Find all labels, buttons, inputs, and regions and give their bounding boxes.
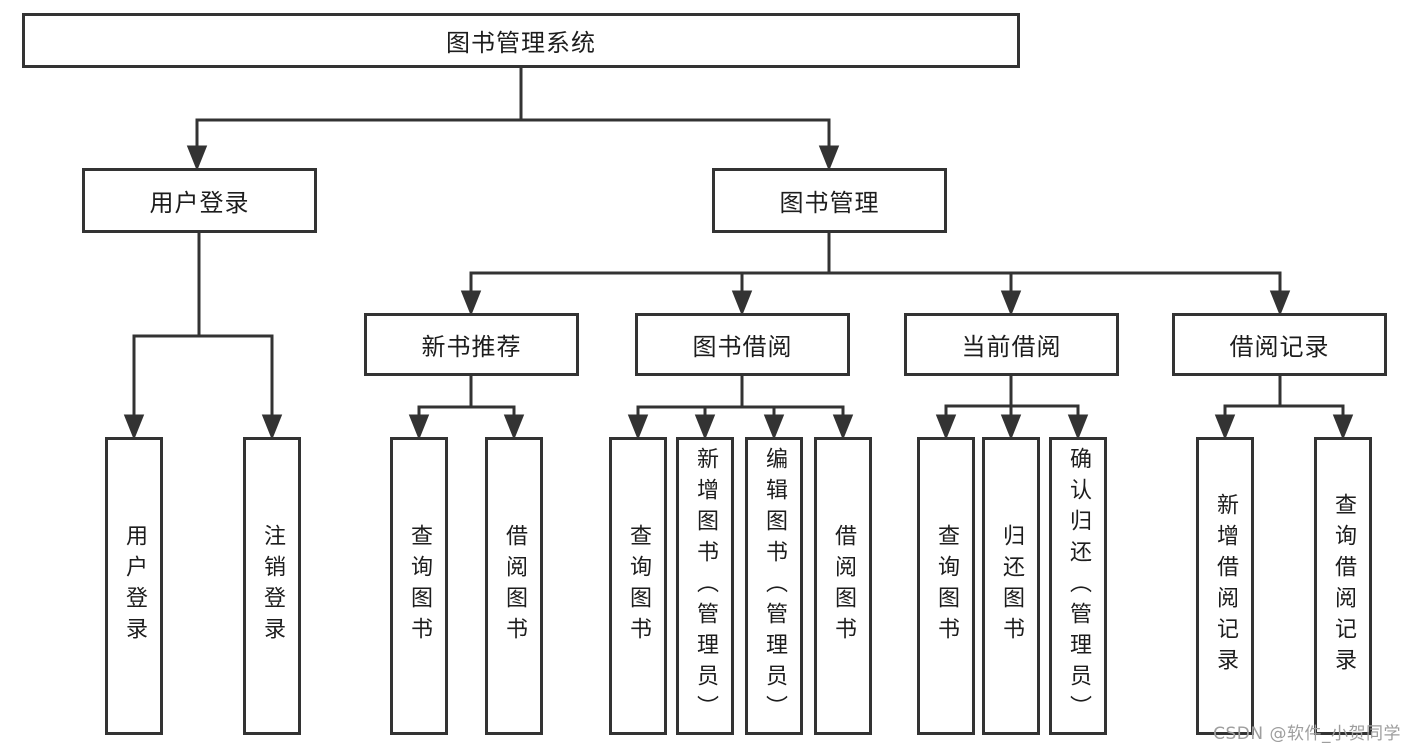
leaf-query-books: 查询图书: [390, 437, 448, 735]
arrowhead-icon: [731, 290, 753, 317]
arrowhead-icon: [186, 145, 208, 172]
node-label: 注销登录: [260, 524, 285, 648]
node-label: 查询借阅记录: [1331, 493, 1356, 679]
leaf-user-login: 用户登录: [105, 437, 163, 735]
leaf-add-books-admin: 新增图书（管理员）: [676, 437, 734, 735]
arrowhead-icon: [1332, 414, 1354, 441]
arrowhead-icon: [503, 414, 525, 441]
arrowhead-icon: [1067, 414, 1089, 441]
leaf-query-borrow-record: 查询借阅记录: [1314, 437, 1372, 735]
connector-book-management-to-sections: [460, 233, 1291, 317]
arrowhead-icon: [763, 414, 785, 441]
node-label: 新增借阅记录: [1213, 493, 1238, 679]
connector-borrow-records-to-leaves: [1214, 376, 1354, 441]
leaf-borrow-books: 借阅图书: [814, 437, 872, 735]
node-label: 借阅记录: [1229, 333, 1330, 361]
node-label: 查询图书: [626, 524, 651, 648]
leaf-query-books: 查询图书: [609, 437, 667, 735]
arrowhead-icon: [1269, 290, 1291, 317]
node-borrow-records: 借阅记录: [1172, 313, 1387, 376]
connector-book-borrowing-to-leaves: [627, 376, 854, 441]
node-book-management: 图书管理: [712, 168, 947, 233]
node-label: 当前借阅: [961, 333, 1062, 361]
node-library-management-system: 图书管理系统: [22, 13, 1020, 68]
connector-root-to-level2: [186, 68, 840, 172]
node-label: 新书推荐: [421, 333, 522, 361]
arrowhead-icon: [408, 414, 430, 441]
arrowhead-icon: [1214, 414, 1236, 441]
leaf-query-books: 查询图书: [917, 437, 975, 735]
node-label: 图书管理系统: [446, 29, 596, 57]
leaf-edit-books-admin: 编辑图书（管理员）: [745, 437, 803, 735]
node-label: 确认归还（管理员）: [1066, 446, 1091, 726]
arrowhead-icon: [123, 414, 145, 441]
connector-user-login-to-leaves: [123, 233, 283, 441]
node-label: 借阅图书: [502, 524, 527, 648]
csdn-watermark: CSDN @软件_小贺同学: [1213, 724, 1401, 744]
arrowhead-icon: [694, 414, 716, 441]
node-label: 图书管理: [779, 189, 880, 217]
node-label: 用户登录: [149, 189, 250, 217]
arrowhead-icon: [832, 414, 854, 441]
node-label: 用户登录: [122, 524, 147, 648]
connector-new-books-to-leaves: [408, 376, 525, 441]
node-book-borrowing: 图书借阅: [635, 313, 850, 376]
arrowhead-icon: [261, 414, 283, 441]
leaf-confirm-return-admin: 确认归还（管理员）: [1049, 437, 1107, 735]
arrowhead-icon: [627, 414, 649, 441]
arrowhead-icon: [935, 414, 957, 441]
node-label: 新增图书（管理员）: [693, 446, 718, 726]
node-label: 编辑图书（管理员）: [762, 446, 787, 726]
node-label: 借阅图书: [831, 524, 856, 648]
node-current-borrowing: 当前借阅: [904, 313, 1119, 376]
arrowhead-icon: [818, 145, 840, 172]
connector-current-borrowing-to-leaves: [935, 376, 1089, 441]
node-label: 查询图书: [407, 524, 432, 648]
arrowhead-icon: [1000, 414, 1022, 441]
node-label: 归还图书: [999, 524, 1024, 648]
leaf-borrow-books: 借阅图书: [485, 437, 543, 735]
node-label: 图书借阅: [692, 333, 793, 361]
leaf-logout: 注销登录: [243, 437, 301, 735]
leaf-return-books: 归还图书: [982, 437, 1040, 735]
node-label: 查询图书: [934, 524, 959, 648]
arrowhead-icon: [1000, 290, 1022, 317]
node-user-login: 用户登录: [82, 168, 317, 233]
leaf-add-borrow-record: 新增借阅记录: [1196, 437, 1254, 735]
node-new-book-recommendation: 新书推荐: [364, 313, 579, 376]
arrowhead-icon: [460, 290, 482, 317]
